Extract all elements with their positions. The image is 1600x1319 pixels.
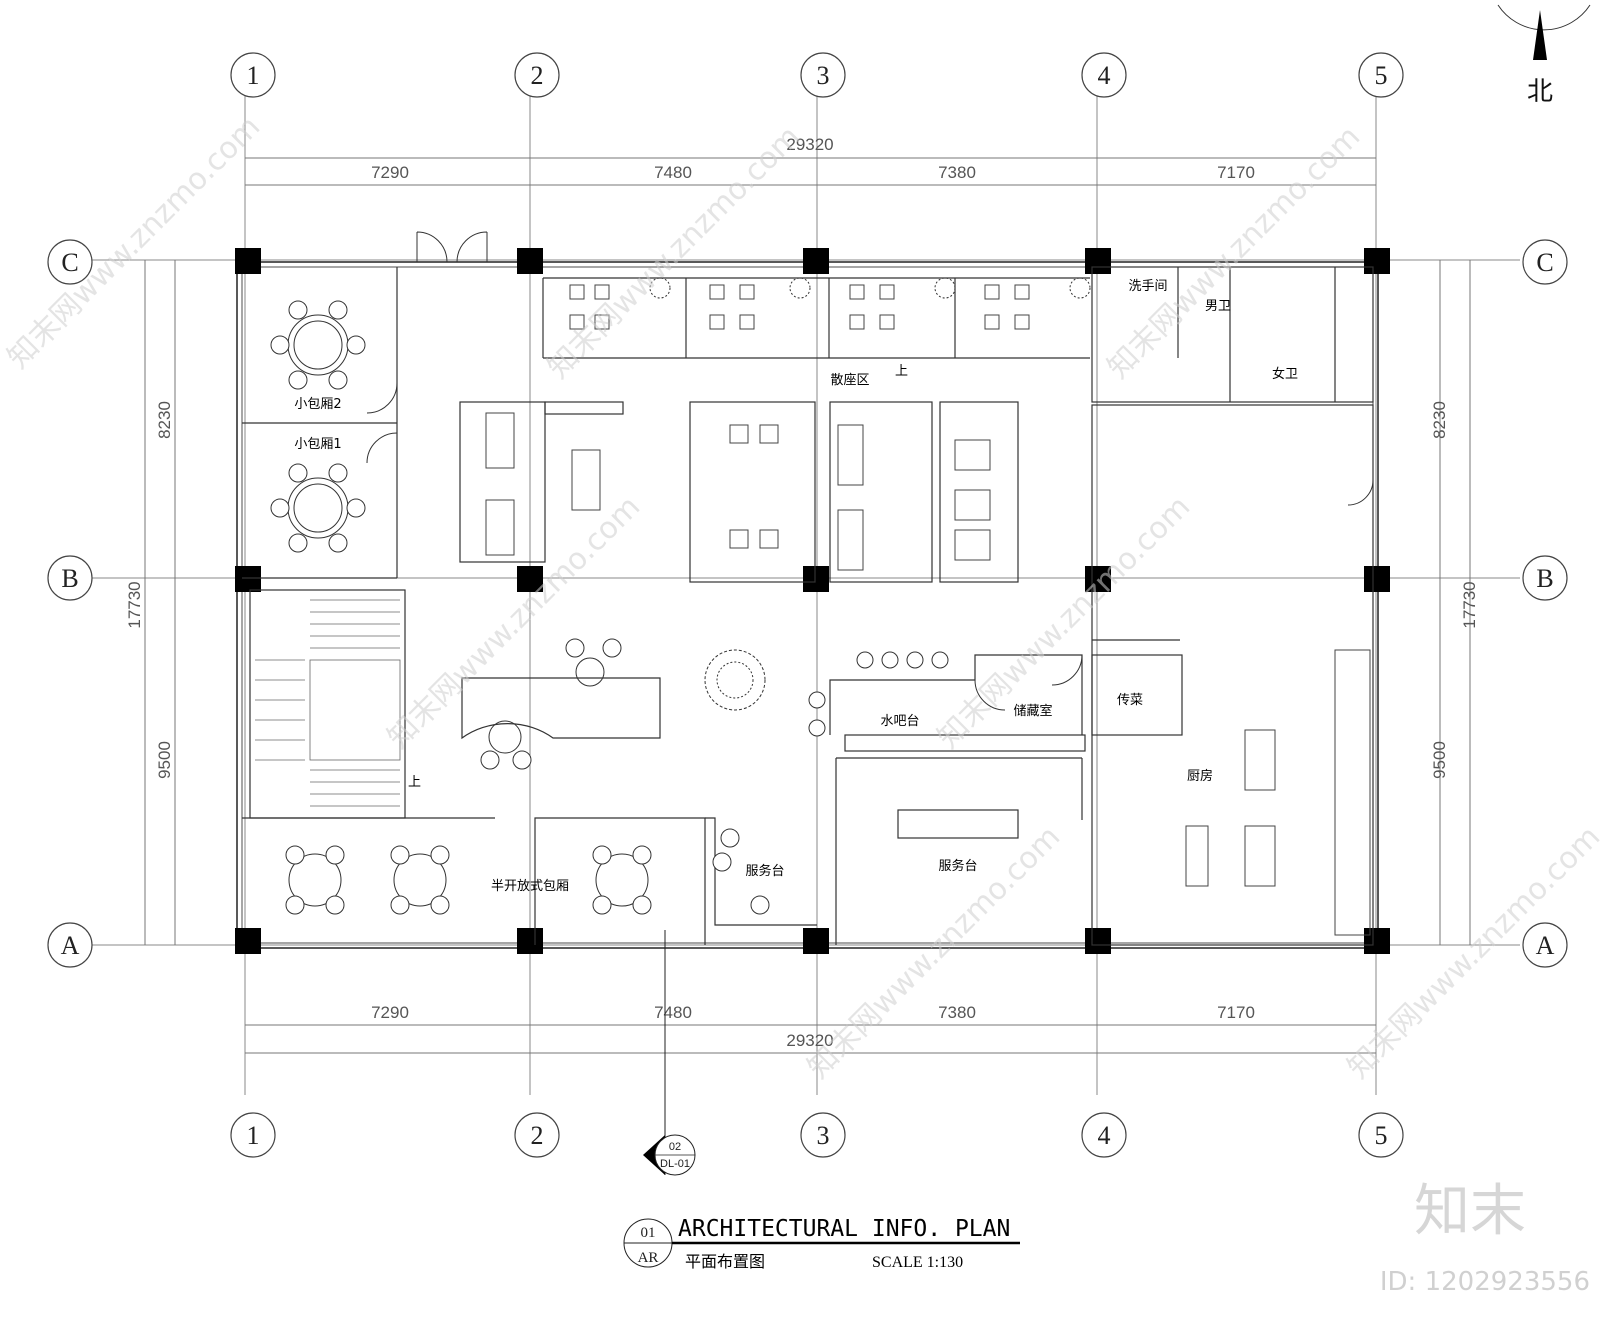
label-semi-open-rooms: 半开放式包厢 (491, 879, 569, 894)
dim-bay-top-4: 7170 (1217, 163, 1255, 182)
grid-label-bottom-2: 2 (531, 1121, 544, 1150)
watermark-logo: 知末 (1414, 1179, 1526, 1244)
watermark-2: 知末网www.znzmo.com (541, 119, 807, 385)
label-open-seating: 散座区 (830, 373, 869, 388)
title-block (623, 1218, 1020, 1268)
dim-span-right-2: 9500 (1430, 741, 1449, 779)
grid-label-bottom-4: 4 (1098, 1121, 1111, 1150)
grid-label-top-2: 2 (531, 61, 544, 90)
dim-span-left-1: 8230 (155, 401, 174, 439)
label-service-desk-center: 服务台 (938, 858, 977, 874)
section-number: 02 (669, 1141, 681, 1153)
grid-label-right-c: C (1536, 248, 1553, 277)
dim-bay-top-1: 7290 (371, 163, 409, 182)
drawing-subtitle: 平面布置图 (685, 1252, 765, 1271)
drawing-title: ARCHITECTURAL INFO. PLAN (678, 1216, 1010, 1242)
label-serving-pass: 传菜 (1117, 693, 1143, 708)
grid-label-left-b: B (61, 564, 78, 593)
grid-label-right-b: B (1536, 564, 1553, 593)
watermark-id: ID: 1202923556 (1380, 1267, 1590, 1297)
dim-bay-bottom-1: 7290 (371, 1003, 409, 1022)
grid-label-top-3: 3 (817, 61, 830, 90)
title-sheet: AR (638, 1250, 659, 1266)
label-service-desk-left: 服务台 (745, 863, 784, 879)
structural-columns (235, 248, 1390, 954)
dim-bay-bottom-4: 7170 (1217, 1003, 1255, 1022)
label-stair-up: 上 (408, 775, 421, 790)
round-tables (287, 314, 649, 907)
dim-span-right-1: 8230 (1430, 401, 1449, 439)
label-washroom: 洗手间 (1128, 279, 1167, 294)
watermark-5: 知末网www.znzmo.com (931, 489, 1197, 755)
label-storage: 储藏室 (1013, 703, 1052, 719)
dim-bay-top-3: 7380 (938, 163, 976, 182)
grid-bubbles-bottom (230, 1112, 1404, 1158)
dim-bay-top-2: 7480 (654, 163, 692, 182)
north-arrow-icon (1497, 4, 1591, 60)
dim-depth-left: 17730 (125, 581, 144, 628)
dim-bay-bottom-2: 7480 (654, 1003, 692, 1022)
grid-bubbles-rows (47, 239, 1568, 968)
dim-depth-right: 17730 (1460, 581, 1479, 628)
grid-label-top-4: 4 (1098, 61, 1111, 90)
label-water-bar: 水吧台 (880, 714, 919, 729)
grid-label-left-a: A (61, 931, 80, 960)
square-tables (485, 284, 1371, 936)
dim-bay-bottom-3: 7380 (938, 1003, 976, 1022)
grid-label-left-c: C (61, 248, 78, 277)
exterior-walls (236, 261, 1379, 949)
grid-label-bottom-3: 3 (817, 1121, 830, 1150)
label-womens-toilet: 女卫 (1272, 366, 1298, 382)
north-label: 北 (1527, 77, 1553, 107)
label-private-room-2: 小包厢2 (294, 397, 341, 412)
watermark-3: 知末网www.znzmo.com (1101, 119, 1367, 385)
dim-span-left-2: 9500 (155, 741, 174, 779)
title-number: 01 (641, 1225, 656, 1241)
chairs (270, 300, 949, 915)
grid-label-bottom-1: 1 (247, 1121, 260, 1150)
interior-walls (242, 266, 1374, 946)
watermark-1: 知末网www.znzmo.com (1, 109, 267, 375)
section-marker (643, 930, 696, 1176)
grid-label-top-5: 5 (1375, 61, 1388, 90)
label-mens-toilet: 男卫 (1205, 299, 1231, 314)
dimension-lines (144, 157, 1471, 1054)
section-sheet: DL-01 (660, 1158, 690, 1170)
grid-label-right-a: A (1536, 931, 1555, 960)
grid-label-top-1: 1 (247, 61, 260, 90)
stair-treads (255, 599, 401, 807)
doors (366, 231, 1374, 711)
grid-label-bottom-5: 5 (1375, 1121, 1388, 1150)
plants (649, 277, 1091, 711)
label-kitchen: 厨房 (1187, 768, 1213, 784)
label-up-marker: 上 (895, 364, 908, 379)
drawing-scale: SCALE 1:130 (872, 1254, 963, 1271)
grid-bubbles-top (230, 52, 1404, 98)
dim-total-top: 29320 (786, 135, 833, 154)
watermark-6: 知末网www.znzmo.com (801, 819, 1067, 1085)
label-private-room-1: 小包厢1 (294, 437, 341, 452)
dim-total-bottom: 29320 (786, 1031, 833, 1050)
